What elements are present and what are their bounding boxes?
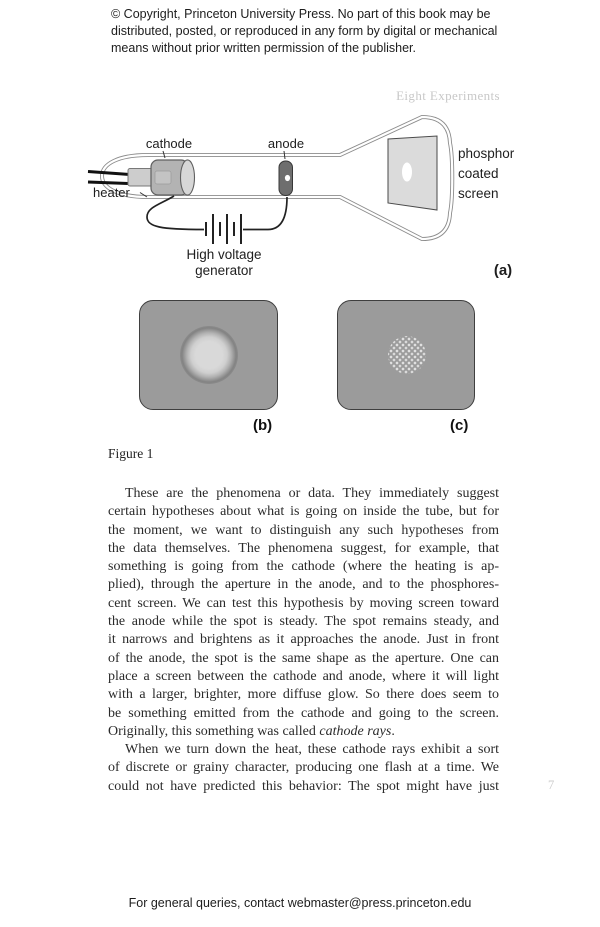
heater-wire: [87, 180, 130, 185]
text-line: of the anode, the spot is the same shape…: [108, 650, 499, 666]
battery-symbol: [205, 214, 242, 244]
anode-aperture: [284, 174, 291, 182]
text-run: Originally, this something was called: [108, 723, 320, 739]
text-line: When we turn down the heat, these cathod…: [125, 742, 499, 758]
text-line: be something emitted from the cathode an…: [108, 705, 499, 721]
heater-leader-line: [139, 192, 148, 198]
screen-panel-c: [337, 300, 475, 410]
footer-contact-line: For general queries, contact webmaster@p…: [128, 896, 472, 910]
glow-spot: [179, 326, 238, 384]
text-line: cent screen. We can test this hypothesis…: [108, 595, 499, 611]
heater-label: heater: [93, 185, 131, 200]
heater-rod-inside: [154, 170, 172, 185]
running-header: Eight Experiments: [396, 88, 500, 103]
heater-wire: [87, 170, 130, 176]
cathode-leader-line: [162, 150, 166, 159]
generator-label-line2: generator: [195, 263, 253, 278]
anode-wire: [243, 196, 288, 231]
paragraph-1: These are the phenomena or data. They im…: [108, 485, 499, 723]
text-run: .: [391, 723, 395, 739]
page-number: 7: [548, 778, 555, 792]
body-text: These are the phenomena or data. They im…: [108, 485, 499, 796]
anode-label: anode: [268, 136, 304, 151]
panel-c-label: (c): [450, 417, 469, 434]
copyright-notice: © Copyright, Princeton University Press.…: [111, 7, 498, 55]
screen-label-line3: screen: [458, 186, 499, 201]
cathode-ray-tube-diagram: cathode anode heater High voltage genera…: [87, 114, 515, 279]
text-line: it narrows and brightens as it approache…: [108, 632, 499, 648]
beam-spot: [402, 162, 412, 182]
panel-a-label: (a): [494, 262, 512, 279]
text-line: of discrete or grainy character, produci…: [108, 760, 499, 776]
text-line: plied), through the aperture in the anod…: [108, 577, 499, 593]
dot-flash-patch: [388, 336, 427, 374]
italic-term: cathode rays: [319, 723, 392, 739]
text-line: These are the phenomena or data. They im…: [125, 486, 499, 501]
screen-label-line2: coated: [458, 166, 499, 181]
tube-outline-inner: [100, 115, 454, 241]
generator-label-line1: High voltage: [186, 247, 261, 262]
text-line: certain hypotheses about what is going o…: [108, 504, 499, 520]
text-line: with a larger, brighter, more diffuse gl…: [108, 687, 499, 703]
phosphor-screen: [387, 135, 438, 211]
cathode-face: [179, 159, 196, 196]
paragraph-2: When we turn down the heat, these cathod…: [108, 741, 499, 796]
text-line: the data themselves. The phenomena sugge…: [108, 540, 499, 556]
text-line: something is going from the cathode (whe…: [108, 559, 499, 575]
anode-leader-line: [283, 150, 286, 160]
text-line: the anode while the spot is steady. The …: [108, 614, 499, 630]
screen-panel-b: [139, 300, 278, 410]
cathode-wire: [146, 195, 205, 231]
text-line: place a screen between the cathode and a…: [108, 668, 499, 684]
text-line: the moment, we want to distinguish any s…: [108, 522, 499, 538]
cathode-label: cathode: [146, 136, 192, 151]
paragraph-1-last-line: Originally, this something was called ca…: [108, 723, 499, 741]
figure-caption: Figure 1: [108, 446, 154, 461]
panel-b-label: (b): [253, 417, 273, 434]
text-line: could not have predicted this behavior: …: [108, 778, 499, 794]
screen-label-line1: phosphor: [458, 146, 515, 161]
